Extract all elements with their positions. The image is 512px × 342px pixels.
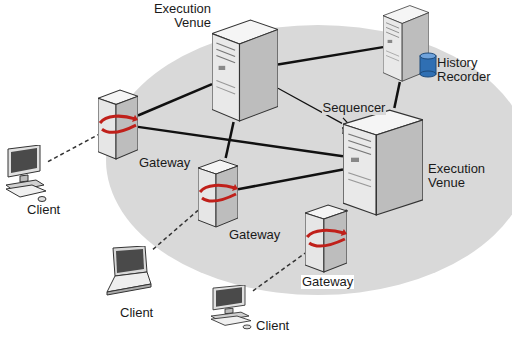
network-wire [238, 170, 343, 190]
client-computer: Client [207, 285, 253, 330]
sequencer-box: Sequencer [342, 120, 366, 140]
node-label: Client [26, 203, 61, 217]
gateway-icon [198, 160, 238, 227]
node-label: History Recorder [436, 56, 508, 84]
gateway-server: Gateway [98, 88, 138, 160]
network-wire [138, 84, 212, 115]
venue-server: Execution Venue [212, 18, 278, 122]
gateway-icon [305, 205, 347, 272]
client-computer: Client [103, 246, 153, 296]
laptop-icon [107, 246, 151, 295]
gateway-server: Gateway [198, 158, 238, 228]
recorder-server: History Recorder [383, 4, 433, 82]
network-wire [226, 122, 234, 158]
client-link [253, 253, 305, 291]
desktop-icon [6, 145, 46, 202]
network-wire [278, 47, 383, 64]
node-label: Client [255, 319, 290, 333]
database-cylinder [420, 53, 436, 77]
venue-server: Execution Venue [343, 108, 423, 216]
node-label: Gateway [228, 228, 281, 242]
network-ellipse [106, 25, 512, 295]
desktop-icon [211, 285, 251, 329]
network-wire [138, 127, 343, 156]
node-label: Sequencer [322, 101, 387, 115]
server-icon [343, 110, 423, 215]
server-icon [212, 20, 278, 121]
node-label: Gateway [138, 156, 191, 170]
client-link [48, 135, 98, 162]
gateway-icon [98, 90, 138, 159]
node-label: Gateway [301, 275, 354, 289]
client-link [153, 210, 198, 249]
client-computer: Client [2, 145, 48, 203]
node-label: Execution Venue [427, 162, 499, 190]
network-wire [394, 82, 399, 108]
gateway-server: Gateway [305, 203, 347, 273]
node-label: Execution Venue [146, 2, 212, 30]
node-label: Client [119, 306, 154, 320]
